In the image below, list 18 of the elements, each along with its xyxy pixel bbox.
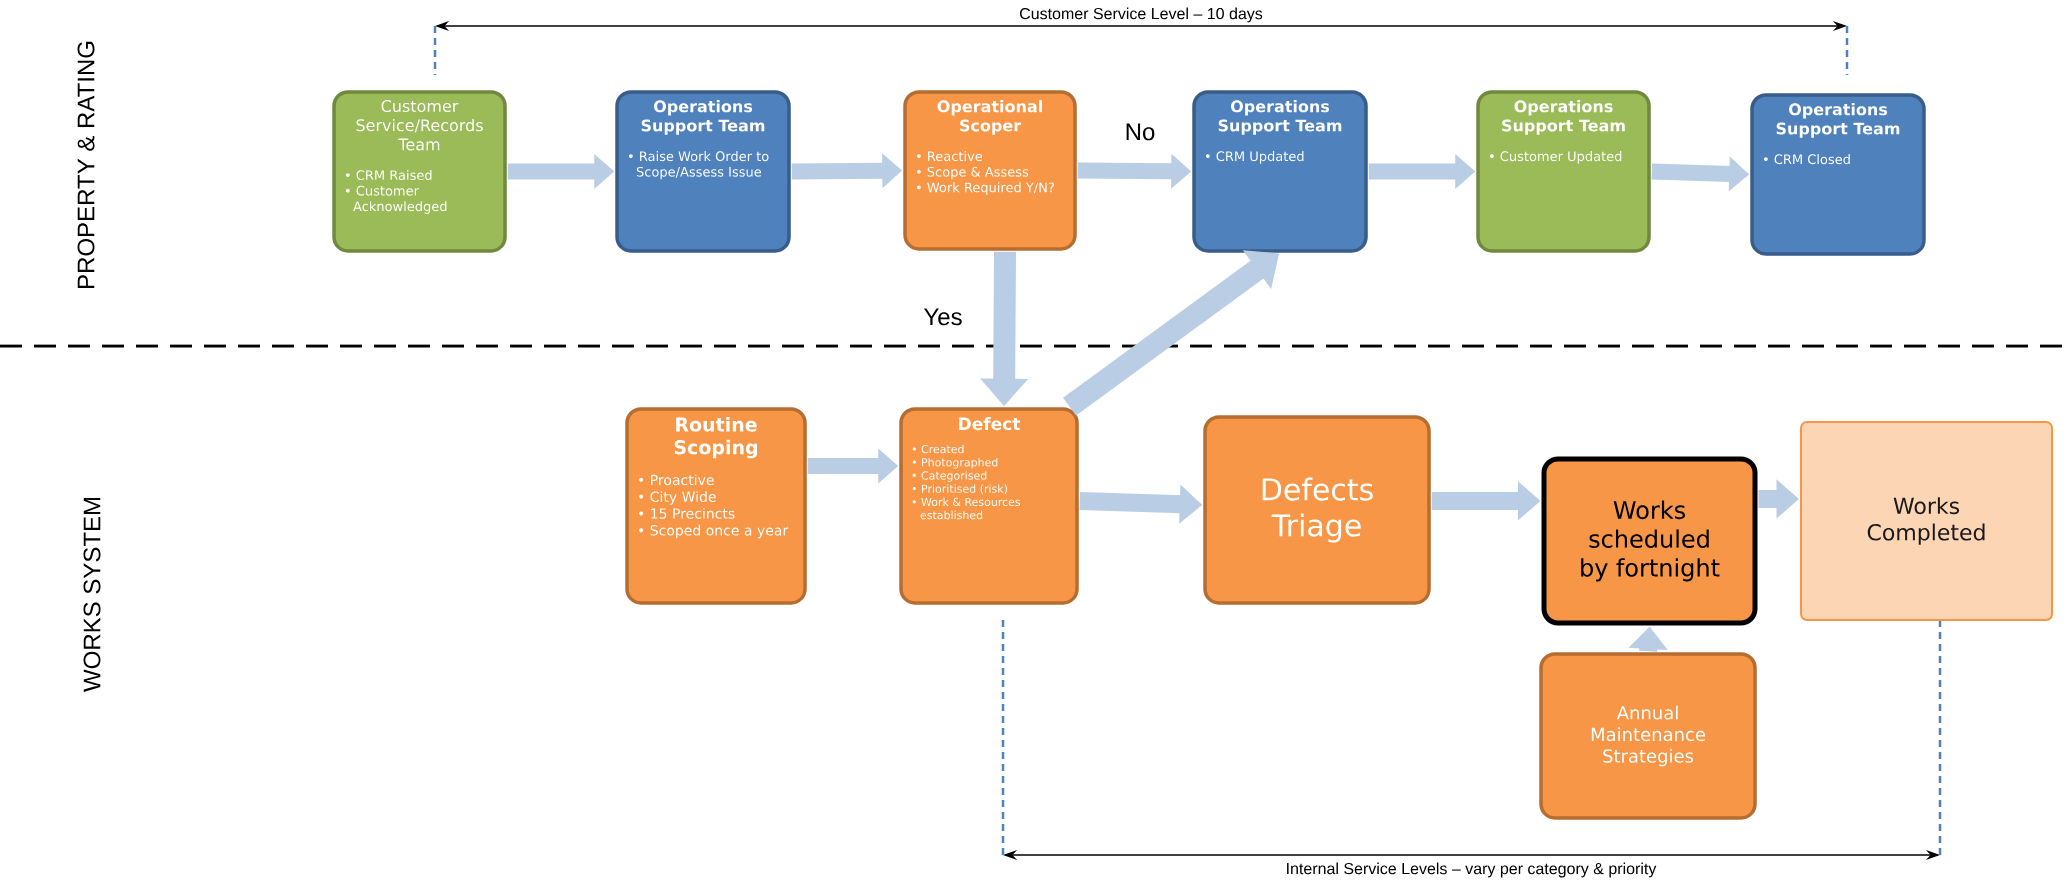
section-label: WORKS SYSTEM bbox=[82, 495, 102, 693]
process-box: Operations Support Team • Customer Updated bbox=[1476, 90, 1651, 253]
process-box: Annual Maintenance Strategies bbox=[1539, 652, 1757, 820]
process-box: Defect • Created • Photographed • Categorised • Prioritised (risk) • Work & Resources established bbox=[899, 407, 1079, 605]
process-box: Operations Support Team • CRM Updated bbox=[1192, 90, 1368, 253]
process-box: Customer Service/Records Team • CRM Raised • Customer Acknowledged bbox=[332, 90, 507, 253]
process-box: Works scheduled by fortnight bbox=[1541, 456, 1758, 626]
process-box: Defects Triage bbox=[1203, 415, 1431, 605]
process-box: Operational Scoper • Reactive • Scope & Assess • Work Required Y/N? bbox=[903, 90, 1077, 251]
process-box: Operations Support Team • Raise Work Order to Scope/Assess Issue bbox=[615, 90, 791, 253]
edge-label: No bbox=[1122, 121, 1158, 143]
process-box: Routine Scoping • Proactive • City Wide • 15 Precincts • Scoped once a year bbox=[625, 407, 807, 605]
dimension-label: Customer Service Level – 10 days bbox=[1018, 6, 1264, 24]
process-box: Operations Support Team • CRM Closed bbox=[1750, 93, 1926, 256]
process-box: Works Completed bbox=[1800, 421, 2053, 621]
edge-label: Yes bbox=[921, 306, 965, 328]
dimension-label: Internal Service Levels – vary per category & priority bbox=[1284, 861, 1658, 879]
section-label: PROPERTY & RATING bbox=[76, 39, 96, 291]
